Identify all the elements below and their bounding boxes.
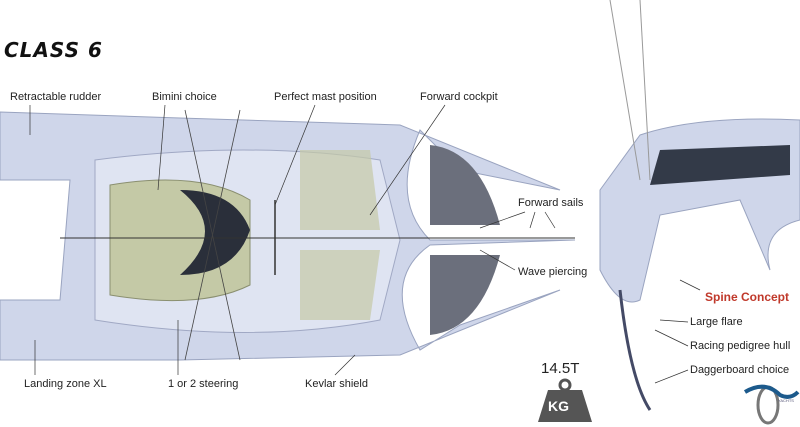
label-steering: 1 or 2 steering: [168, 378, 239, 390]
label-racing-hull: Racing pedigree hull: [690, 340, 791, 352]
yachts-brand-text: YACHTS: [778, 398, 794, 403]
leader-lines: [29, 104, 701, 384]
class6-logo: CLASS 6: [4, 38, 103, 62]
top-view-catamaran: [0, 109, 576, 361]
label-retractable-rudder: Retractable rudder: [10, 91, 102, 103]
label-forward-sails: Forward sails: [518, 197, 584, 209]
label-spine-concept: Spine Concept: [705, 290, 790, 304]
label-bimini-choice: Bimini choice: [152, 91, 217, 103]
weight-unit: KG: [548, 398, 569, 414]
weight-icon: [538, 378, 592, 422]
label-large-flare: Large flare: [690, 316, 743, 328]
label-wave-piercing: Wave piercing: [518, 266, 588, 278]
label-kevlar-shield: Kevlar shield: [305, 378, 368, 390]
label-forward-cockpit: Forward cockpit: [420, 91, 498, 103]
label-perfect-mast: Perfect mast position: [274, 91, 377, 103]
label-landing-zone: Landing zone XL: [24, 378, 107, 390]
front-view-catamaran: [599, 0, 800, 411]
yachts-logo: [743, 384, 800, 425]
weight-value: 14.5T: [541, 360, 580, 377]
label-daggerboard: Daggerboard choice: [690, 364, 790, 376]
